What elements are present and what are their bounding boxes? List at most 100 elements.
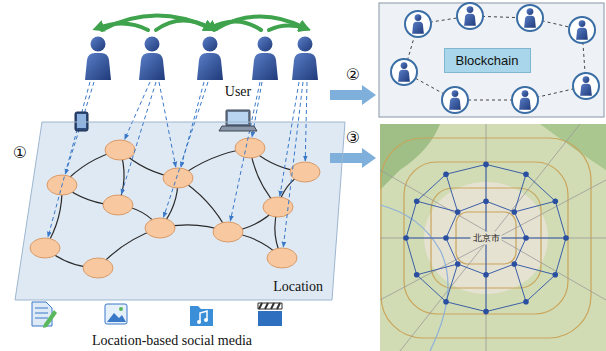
user-body [398,70,410,82]
location-point [30,238,60,258]
map-hills [540,124,606,170]
callout-number: ③ [346,128,360,147]
peer-circle [442,87,468,113]
user-body [252,53,278,80]
peer-circle [391,59,417,85]
social-arrow [214,16,305,30]
user-body [580,84,592,96]
image-icon [105,304,127,324]
network-link [555,238,566,275]
clapper-top [258,303,282,309]
user-head [452,90,459,97]
node-label: Blockchain [456,53,519,68]
network-link [526,174,555,201]
beijing-map [380,124,606,351]
network-link [486,275,487,312]
network-link [446,264,458,302]
node-label: Location [273,279,323,295]
network-link [446,238,458,264]
river [380,205,448,351]
user-body [85,53,111,80]
check-in-arrow [65,82,94,174]
network-node [455,209,461,215]
flow-arrow [330,148,376,168]
user-body [292,53,318,80]
users [85,37,318,81]
network-node [483,198,489,204]
music-note [200,311,207,322]
network-link [486,164,487,201]
callout-number: ② [346,65,360,84]
network-node [511,209,517,215]
user-body [524,16,536,28]
blockchain-box: Blockchain [444,48,531,73]
document-line [35,308,48,309]
map-label: 北京市 [471,232,502,245]
check-in-arrow [48,82,90,237]
network-node [414,198,420,204]
network-link [406,238,417,275]
network-link [417,174,446,201]
blockchain-panel [379,3,604,117]
network-node [414,272,420,278]
network-node [443,235,449,241]
peer-circle [512,87,538,113]
tablet-screen [77,114,86,128]
document-line [35,318,48,319]
network-link [486,264,514,275]
flow-arrow [330,85,376,105]
media-icons [32,302,282,328]
location-point [290,162,320,182]
network-link [446,174,458,212]
network-link [514,201,555,212]
location-point [103,195,133,215]
network-link [486,164,526,174]
user-head [527,8,534,15]
network-node [552,198,558,204]
location-point [145,218,175,238]
blockchain-peers [391,3,599,113]
video-icon [258,311,282,326]
user-body [519,98,531,110]
ring-road [381,138,591,338]
user-head [203,37,218,52]
network-link [417,264,458,275]
check-in-arrow [164,82,208,217]
clapper-stripe [259,303,262,309]
location-point [163,168,193,188]
user-head [579,20,586,27]
location-point [83,258,113,278]
user-head [298,37,313,52]
music-note-head [204,318,208,322]
network-node [511,261,517,267]
check-in-arrow [181,82,204,167]
location-network [30,138,320,278]
network-node [443,171,449,177]
check-in-arrow [230,82,260,221]
network-link [406,201,417,238]
network-link [486,302,526,312]
network-node [563,235,569,241]
user-body [139,53,165,80]
map-hills [380,124,440,190]
network-node [443,299,449,305]
peer-circle [457,3,483,29]
laptop-icon [226,110,250,126]
location-plane: Location [15,122,345,300]
network-link [446,212,458,238]
clapper-stripe [277,303,280,309]
laptop-base [219,126,257,131]
user-head [415,14,422,21]
network-node [483,309,489,315]
map-ground [380,124,606,351]
callout-number: ① [13,143,27,162]
network-link [555,201,566,238]
network-link [514,174,526,212]
network-link [526,238,566,239]
plane-border [15,122,345,300]
check-in-arrow [125,82,150,139]
peer-circle [405,11,431,37]
user-head [467,6,474,13]
user-body [576,28,588,40]
